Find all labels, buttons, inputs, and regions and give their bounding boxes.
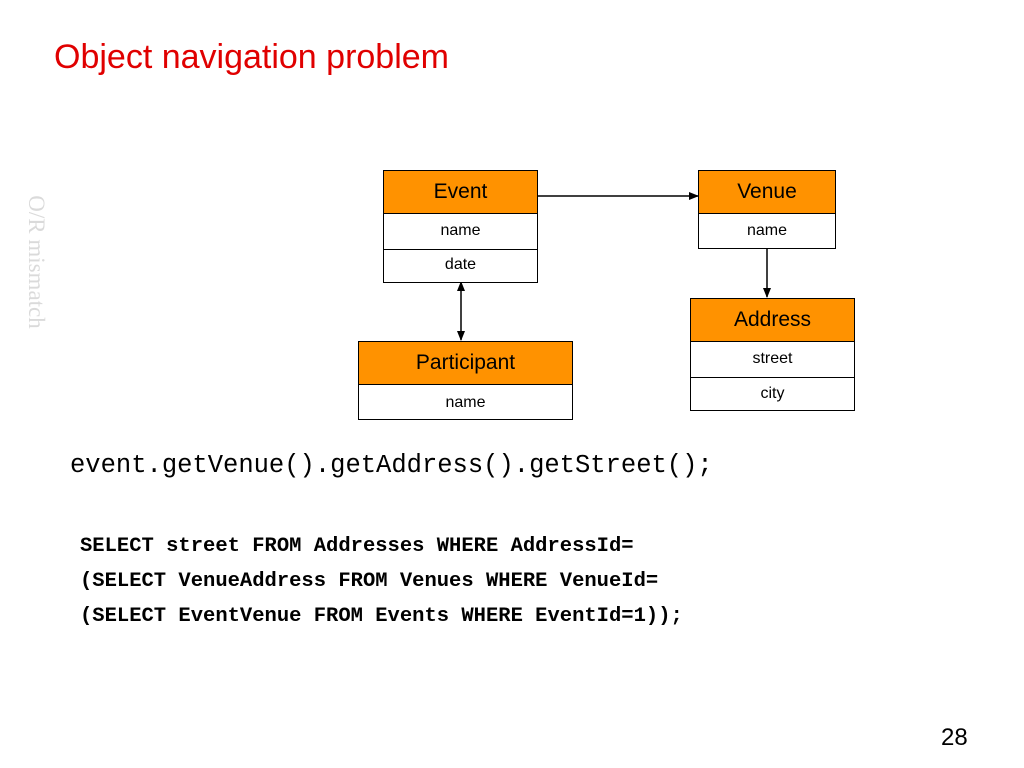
event-class: Event name date — [383, 170, 538, 283]
address-class: Address street city — [690, 298, 855, 411]
address-attr-street: street — [752, 350, 793, 367]
java-navigation-code: event.getVenue().getAddress().getStreet(… — [70, 451, 713, 480]
participant-class: Participant name — [358, 341, 573, 420]
sql-query: SELECT street FROM Addresses WHERE Addre… — [80, 529, 683, 634]
event-attr-name: name — [440, 222, 481, 239]
address-attr-city: city — [691, 377, 854, 410]
sql-line-1: SELECT street FROM Addresses WHERE Addre… — [80, 535, 634, 558]
participant-class-name: Participant — [359, 342, 572, 385]
venue-class-name: Venue — [699, 171, 835, 214]
sql-line-2: (SELECT VenueAddress FROM Venues WHERE V… — [80, 570, 659, 593]
venue-class: Venue name — [698, 170, 836, 249]
event-attr-date: date — [384, 249, 537, 282]
slide-title: Object navigation problem — [54, 38, 450, 76]
participant-attr-name: name — [445, 394, 486, 411]
sql-line-3: (SELECT EventVenue FROM Events WHERE Eve… — [80, 605, 683, 628]
page-number: 28 — [941, 724, 968, 751]
event-class-name: Event — [384, 171, 537, 214]
venue-attr-name: name — [746, 222, 788, 239]
address-class-name: Address — [691, 299, 854, 342]
